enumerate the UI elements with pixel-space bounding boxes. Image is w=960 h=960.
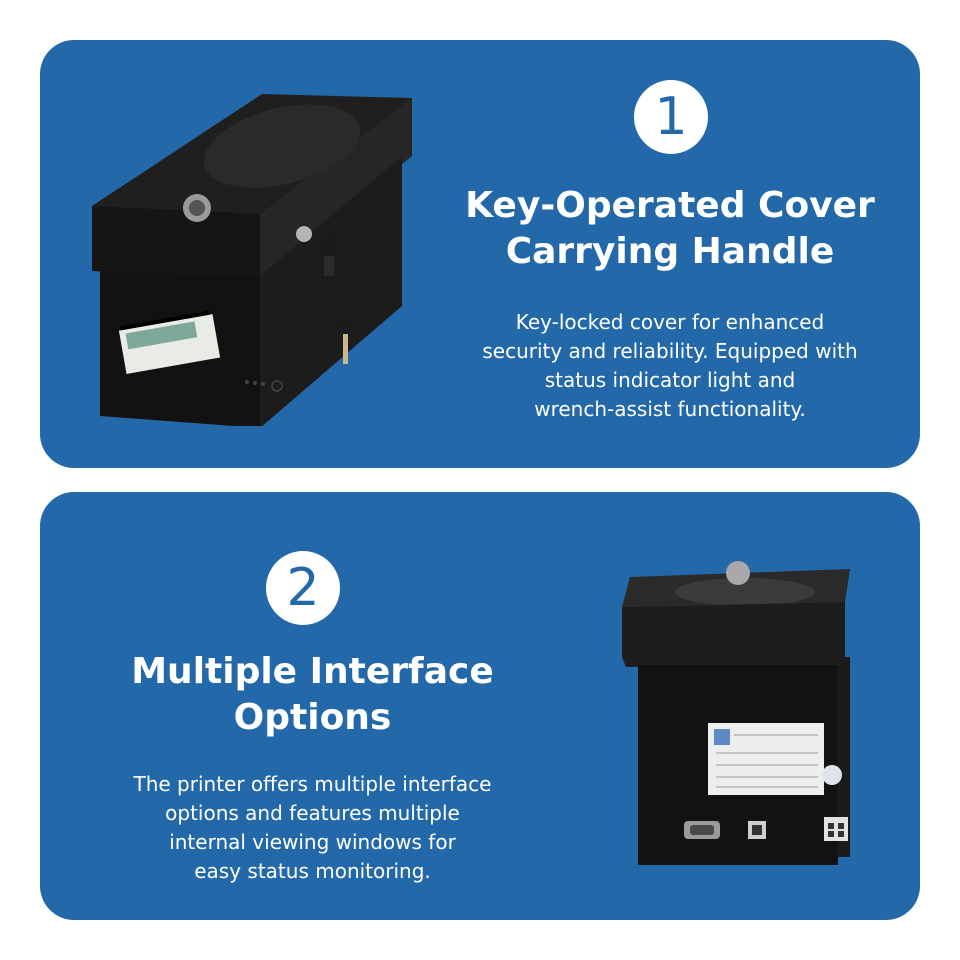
feature-card-2: 2 Multiple Interface Options The printer… [40,492,920,920]
printer-front-image [92,94,412,426]
feature-description: The printer offers multiple interface op… [133,772,492,883]
step-number-badge: 1 [634,80,708,154]
feature-title: Key-Operated Cover Carrying Handle [465,185,875,272]
feature-description: Key-locked cover for enhanced security a… [482,310,858,421]
feature-title: Multiple Interface Options [131,651,494,738]
printer-back-image [622,561,850,865]
step-number-badge: 2 [266,551,340,625]
feature-card-1: 1 Key-Operated Cover Carrying Handle Key… [40,40,920,468]
